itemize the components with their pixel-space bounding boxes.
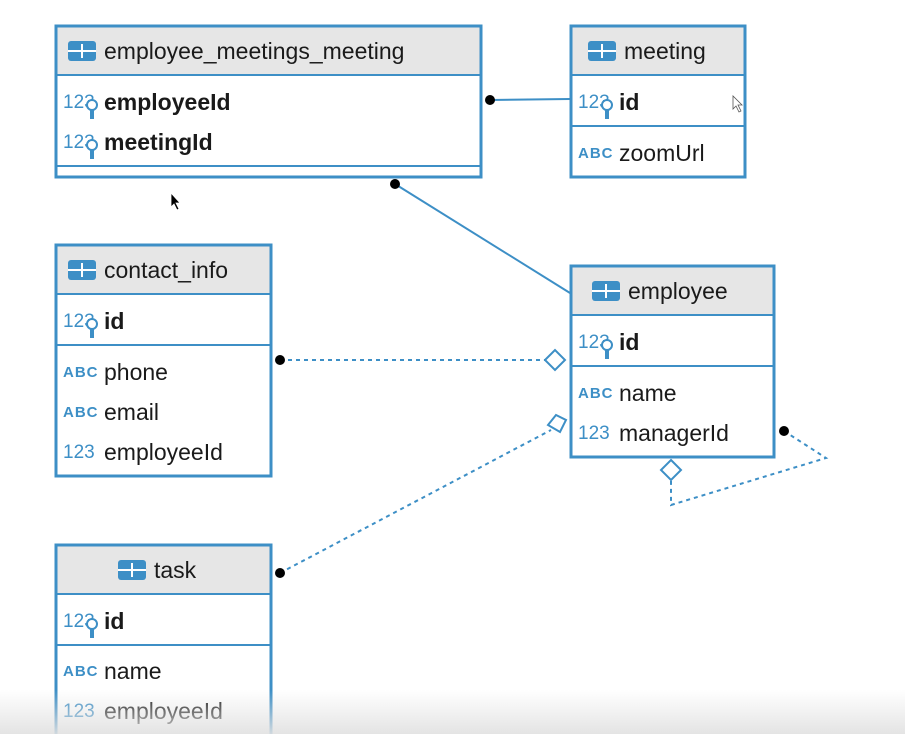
column-name: zoomUrl	[619, 140, 705, 166]
table-title: employee	[628, 278, 728, 304]
mouse-pointer-icon	[732, 95, 743, 113]
column-row[interactable]: 123 id	[578, 329, 639, 359]
type-label: ABC	[63, 364, 99, 381]
column-row[interactable]: 123 meetingId	[63, 129, 213, 159]
column-name: name	[104, 658, 162, 684]
column-name: phone	[104, 359, 168, 385]
column-name: employeeId	[104, 439, 223, 465]
column-name: employeeId	[104, 89, 231, 115]
table-icon	[68, 260, 96, 280]
column-name: employeeId	[104, 698, 223, 724]
rel-emm-meeting-end	[485, 95, 495, 105]
table-employee-meetings-meeting[interactable]: employee_meetings_meeting 123 employeeId…	[54, 24, 483, 179]
column-name: name	[619, 380, 677, 406]
rel-emm-employee-end	[390, 179, 400, 189]
column-name: id	[104, 608, 124, 634]
rel-employee-self-diamond	[659, 458, 683, 482]
rel-employee-self[interactable]	[670, 430, 829, 507]
table-contact-info[interactable]: contact_info 123 id ABC phone ABC email …	[54, 243, 273, 478]
rel-employee-self-end	[779, 426, 789, 436]
rel-task-employee-diamond	[546, 413, 568, 434]
column-row[interactable]: 123 id	[578, 89, 639, 119]
table-icon	[68, 41, 96, 61]
table-icon	[592, 281, 620, 301]
rel-task-employee[interactable]	[279, 429, 552, 574]
rel-contact-employee-diamond	[543, 348, 567, 372]
primary-key-icon	[86, 318, 98, 338]
table-title: contact_info	[104, 257, 228, 283]
column-row[interactable]: ABC name	[578, 380, 677, 406]
rel-emm-employee[interactable]	[394, 183, 571, 294]
table-title: task	[154, 557, 197, 583]
primary-key-icon	[601, 339, 613, 359]
type-label: 123	[63, 442, 95, 463]
primary-key-icon	[86, 139, 98, 159]
table-title: meeting	[624, 38, 706, 64]
primary-key-icon	[86, 618, 98, 638]
column-row[interactable]: 123 employeeId	[63, 89, 231, 119]
rel-contact-employee-end	[275, 355, 285, 365]
column-row[interactable]: ABC email	[63, 399, 159, 425]
column-name: email	[104, 399, 159, 425]
column-name: id	[619, 329, 639, 355]
column-name: id	[619, 89, 639, 115]
rel-task-employee-end	[275, 568, 285, 578]
type-label: ABC	[63, 663, 99, 680]
column-row[interactable]: ABC name	[63, 658, 162, 684]
type-label: ABC	[578, 145, 614, 162]
column-row[interactable]: 123 id	[63, 608, 124, 638]
type-label: 123	[63, 701, 95, 722]
primary-key-icon	[601, 99, 613, 119]
table-icon	[588, 41, 616, 61]
column-name: meetingId	[104, 129, 213, 155]
rel-emm-meeting[interactable]	[489, 98, 571, 101]
column-row[interactable]: 123 employeeId	[63, 439, 223, 465]
column-row[interactable]: 123 managerId	[578, 420, 729, 446]
type-label: 123	[578, 423, 610, 444]
primary-key-icon	[86, 99, 98, 119]
table-task[interactable]: task 123 id ABC name 123 employeeId	[54, 543, 273, 734]
column-row[interactable]: 123 id	[63, 308, 124, 338]
table-title: employee_meetings_meeting	[104, 38, 404, 64]
relationships	[275, 95, 829, 578]
mouse-pointer-icon	[170, 191, 181, 211]
type-label: ABC	[578, 385, 614, 402]
column-name: managerId	[619, 420, 729, 446]
column-name: id	[104, 308, 124, 334]
column-row[interactable]: 123 employeeId	[63, 698, 223, 724]
table-meeting[interactable]: meeting 123 id ABC zoomUrl	[569, 24, 747, 179]
type-label: ABC	[63, 404, 99, 421]
column-row[interactable]: ABC phone	[63, 359, 168, 385]
column-row[interactable]: ABC zoomUrl	[578, 140, 705, 166]
table-icon	[118, 560, 146, 580]
table-employee[interactable]: employee 123 id ABC name 123 managerId	[569, 264, 776, 459]
